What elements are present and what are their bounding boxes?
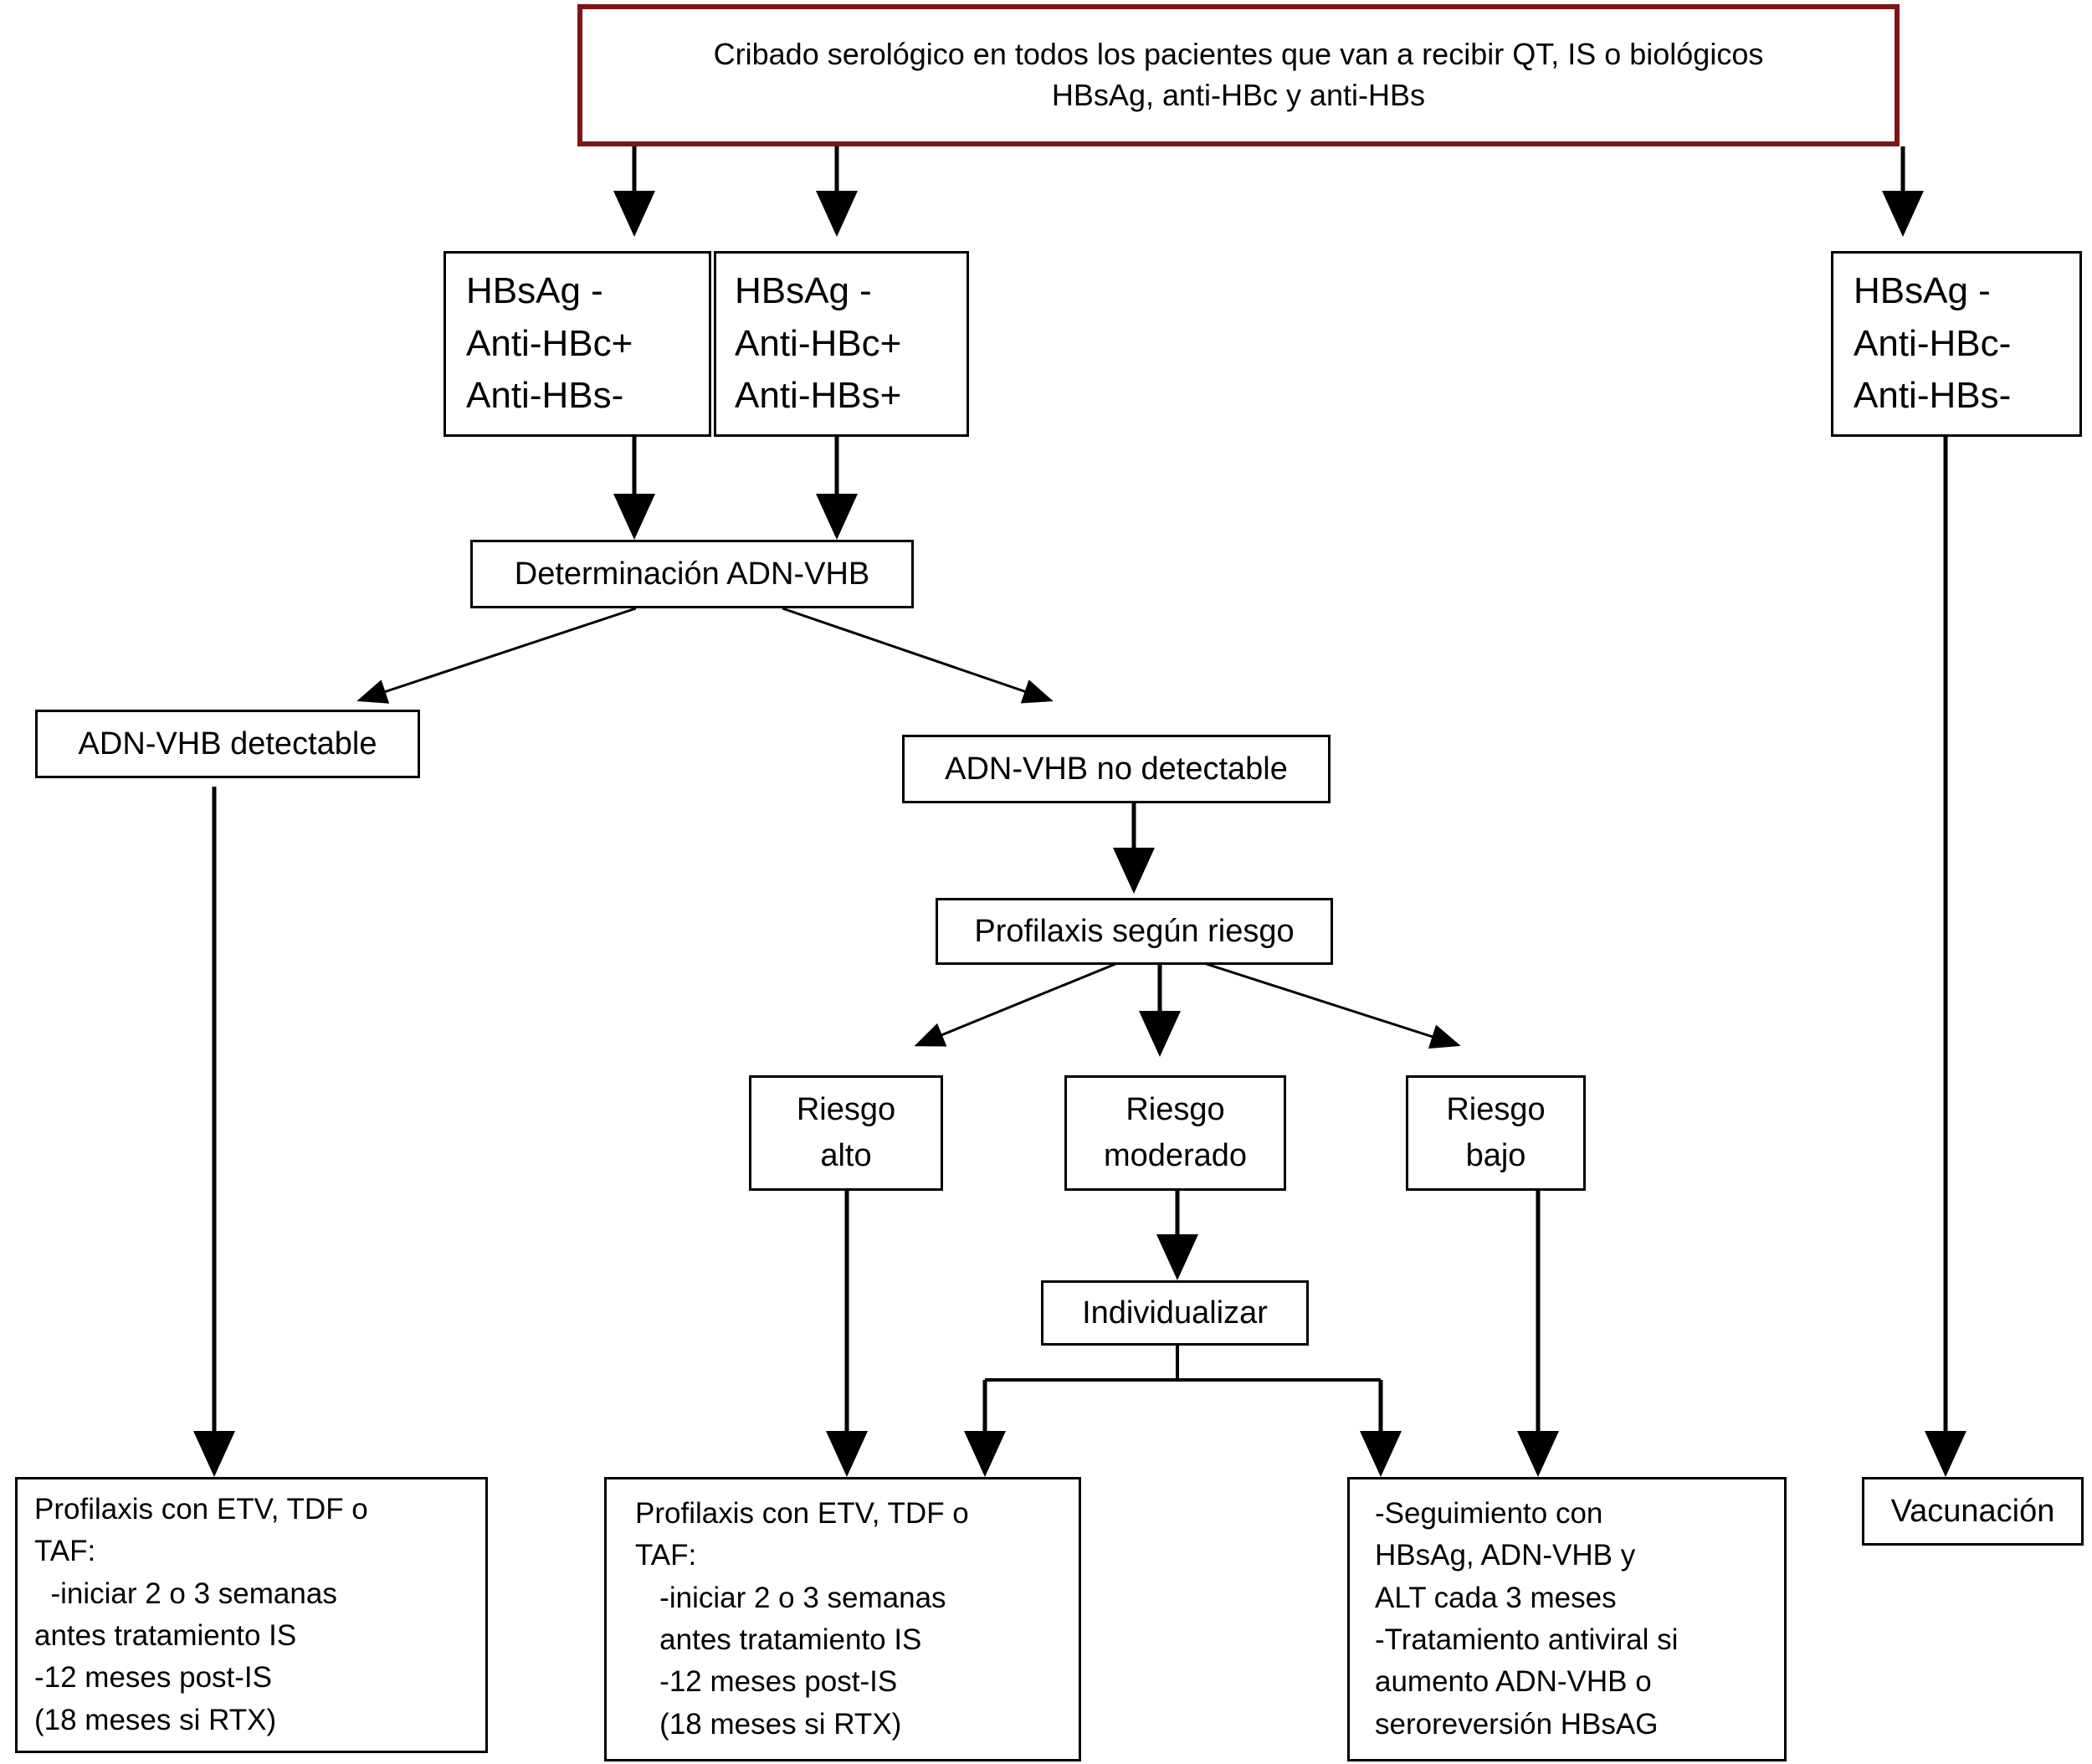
prophylaxis-left-line-1: Profilaxis con ETV, TDF o: [34, 1492, 368, 1526]
screening-line-2: HBsAg, anti-HBc y anti-HBs: [1051, 78, 1426, 112]
risk-high-line-1: Riesgo: [796, 1091, 896, 1127]
serology-b-line-1: HBsAg -: [735, 270, 872, 312]
prophylaxis-left-line-2: TAF:: [34, 1535, 96, 1568]
node-seguimiento-tratamiento[interactable]: -Seguimiento con HBsAg, ADN-VHB y ALT ca…: [1347, 1477, 1787, 1761]
node-serology-hbsag-neg-hbc-pos-hbs-pos[interactable]: HBsAg - Anti-HBc+ Anti-HBs+: [714, 251, 969, 437]
link-dna-test-to-detectable: [356, 607, 637, 704]
prophylaxis-mid-line-6: (18 meses si RTX): [635, 1707, 902, 1741]
node-adn-vhb-no-detectable[interactable]: ADN-VHB no detectable: [902, 735, 1331, 803]
link-prophylaxis-to-risk-low: [1187, 956, 1461, 1049]
serology-b-line-3: Anti-HBs+: [735, 375, 902, 417]
prophylaxis-mid-line-4: antes tratamiento IS: [635, 1623, 922, 1656]
node-serology-hbsag-neg-hbc-neg-hbs-neg[interactable]: HBsAg - Anti-HBc- Anti-HBs-: [1831, 251, 2082, 437]
node-riesgo-bajo[interactable]: Riesgo bajo: [1406, 1075, 1586, 1191]
node-screening[interactable]: Cribado serológico en todos los paciente…: [577, 4, 1900, 146]
link-individualize-bus: [985, 1346, 1179, 1382]
node-serology-hbsag-neg-hbc-pos-hbs-neg[interactable]: HBsAg - Anti-HBc+ Anti-HBs-: [444, 251, 711, 437]
vaccination-label: Vacunación: [1890, 1493, 2055, 1529]
screening-line-1: Cribado serológico en todos los paciente…: [713, 37, 1764, 72]
serology-a-line-3: Anti-HBs-: [466, 375, 624, 417]
monitoring-line-5: aumento ADN-VHB o: [1375, 1665, 1652, 1699]
risk-high-line-2: alto: [820, 1138, 872, 1173]
node-profilaxis-etv-tdf-taf-left[interactable]: Profilaxis con ETV, TDF o TAF: -iniciar …: [15, 1477, 488, 1753]
prophylaxis-left-line-3: -iniciar 2 o 3 semanas: [34, 1577, 337, 1610]
monitoring-line-2: HBsAg, ADN-VHB y: [1375, 1539, 1636, 1572]
node-riesgo-alto[interactable]: Riesgo alto: [749, 1075, 943, 1191]
monitoring-line-1: -Seguimiento con: [1375, 1496, 1603, 1530]
risk-low-line-1: Riesgo: [1446, 1091, 1546, 1127]
node-profilaxis-segun-riesgo[interactable]: Profilaxis según riesgo: [936, 898, 1333, 965]
prophylaxis-left-line-6: (18 meses si RTX): [34, 1703, 277, 1736]
node-individualizar[interactable]: Individualizar: [1041, 1280, 1309, 1346]
prophylaxis-left-line-4: antes tratamiento IS: [34, 1619, 297, 1652]
serology-c-line-1: HBsAg -: [1854, 270, 1991, 312]
risk-moderate-line-1: Riesgo: [1125, 1091, 1225, 1127]
dna-test-label: Determinación ADN-VHB: [514, 556, 870, 592]
prophylaxis-mid-line-5: -12 meses post-IS: [635, 1665, 898, 1699]
node-vacunacion[interactable]: Vacunación: [1862, 1477, 2084, 1546]
node-profilaxis-etv-tdf-taf-mid[interactable]: Profilaxis con ETV, TDF o TAF: -iniciar …: [604, 1477, 1081, 1761]
prophylaxis-by-risk-label: Profilaxis según riesgo: [974, 913, 1295, 949]
monitoring-line-3: ALT cada 3 meses: [1375, 1581, 1617, 1614]
node-riesgo-moderado[interactable]: Riesgo moderado: [1064, 1075, 1286, 1191]
node-adn-vhb-detectable[interactable]: ADN-VHB detectable: [35, 710, 420, 778]
risk-moderate-line-2: moderado: [1103, 1138, 1248, 1173]
dna-not-detectable-label: ADN-VHB no detectable: [945, 751, 1288, 787]
serology-b-line-2: Anti-HBc+: [735, 322, 902, 364]
dna-detectable-label: ADN-VHB detectable: [78, 726, 377, 761]
individualize-label: Individualizar: [1082, 1295, 1268, 1331]
node-determinacion-adn-vhb[interactable]: Determinación ADN-VHB: [470, 540, 914, 608]
risk-low-line-2: bajo: [1465, 1138, 1526, 1173]
prophylaxis-mid-line-2: TAF:: [635, 1539, 697, 1572]
prophylaxis-left-line-5: -12 meses post-IS: [34, 1661, 272, 1695]
prophylaxis-mid-line-3: -iniciar 2 o 3 semanas: [635, 1581, 946, 1614]
link-prophylaxis-to-risk-high: [914, 956, 1131, 1047]
link-dna-test-to-not-detectable: [782, 607, 1054, 704]
prophylaxis-mid-line-1: Profilaxis con ETV, TDF o: [635, 1496, 969, 1530]
serology-c-line-3: Anti-HBs-: [1854, 375, 2012, 417]
monitoring-line-4: -Tratamiento antiviral si: [1375, 1623, 1679, 1656]
serology-c-line-2: Anti-HBc-: [1854, 322, 2012, 364]
serology-a-line-2: Anti-HBc+: [466, 322, 633, 364]
serology-a-line-1: HBsAg -: [466, 270, 603, 312]
monitoring-line-6: seroreversión HBsAG: [1375, 1707, 1659, 1741]
